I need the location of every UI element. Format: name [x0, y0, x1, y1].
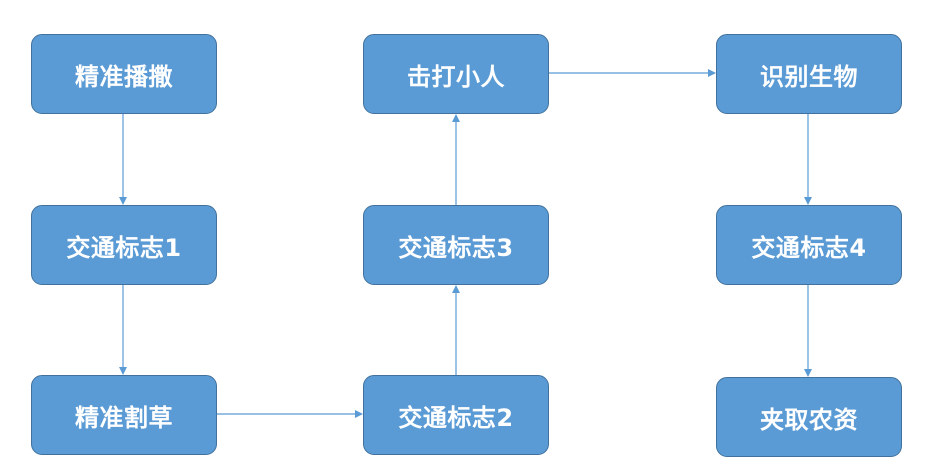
node-identify-creature: 识别生物: [716, 34, 902, 114]
node-traffic-sign-2: 交通标志2: [363, 375, 549, 455]
node-precision-sowing: 精准播撒: [31, 34, 217, 114]
node-traffic-sign-3: 交通标志3: [363, 205, 549, 285]
node-hit-villain: 击打小人: [363, 34, 549, 114]
node-traffic-sign-4: 交通标志4: [716, 205, 902, 285]
node-traffic-sign-1: 交通标志1: [31, 205, 217, 285]
node-grab-supplies: 夹取农资: [716, 377, 902, 457]
node-precision-mowing: 精准割草: [31, 375, 217, 455]
